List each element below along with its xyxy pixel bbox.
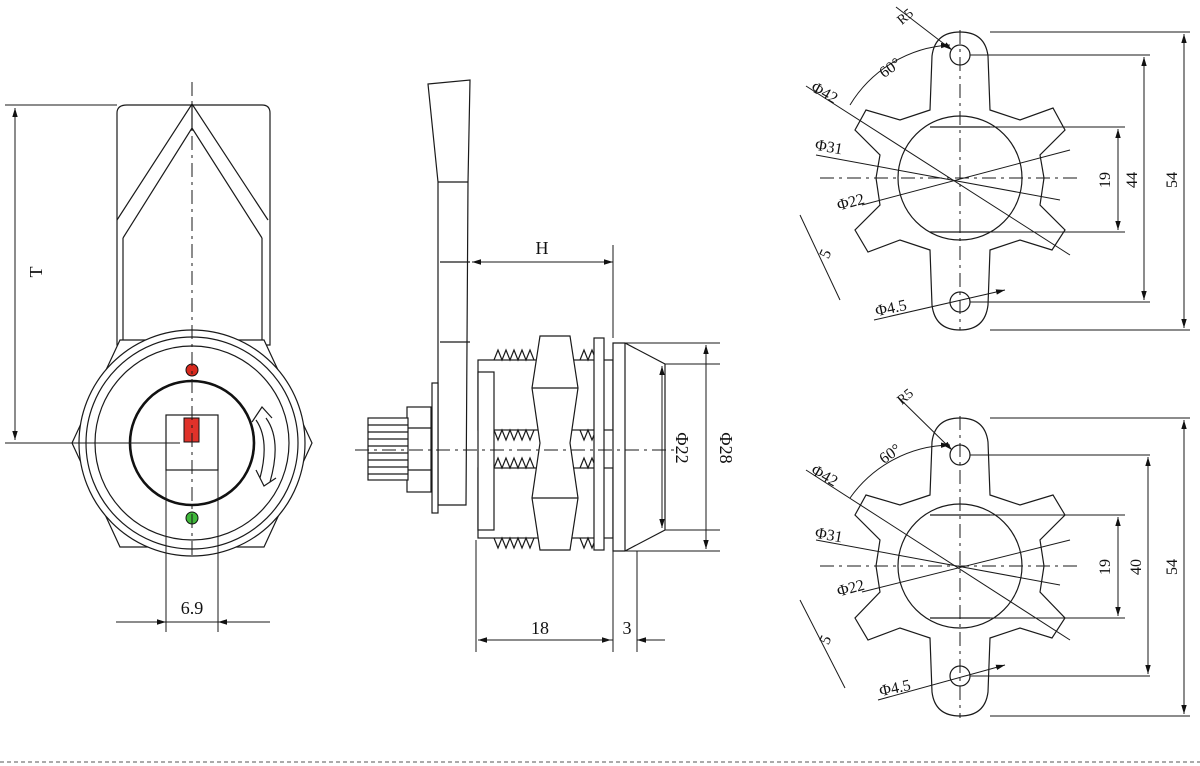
dim-6-9: 6.9 — [181, 598, 204, 618]
cutout-bottom: R5 60° Φ42 Φ31 Φ22 5 Φ4.5 19 40 54 — [799, 386, 1190, 718]
dim-18: 18 — [531, 618, 549, 638]
handle-outline — [116, 104, 271, 346]
cutout-bottom-5: 5 — [817, 633, 836, 647]
cutout-top-d42: Φ42 — [808, 79, 840, 108]
dim-phi22: Φ22 — [672, 432, 692, 463]
cutout-bottom-d22: Φ22 — [835, 577, 866, 601]
cutout-bottom-54: 54 — [1164, 559, 1181, 575]
cutout-top-d31: Φ31 — [814, 137, 844, 159]
front-view: T 6.9 — [5, 82, 313, 632]
dim-H: H — [536, 238, 549, 258]
cutout-top-54: 54 — [1164, 172, 1181, 188]
cutout-top-hole: Φ4.5 — [874, 297, 909, 320]
cutout-bottom-60: 60° — [876, 441, 904, 468]
rotation-arrow-icon — [251, 406, 277, 487]
cutout-top-19: 19 — [1097, 172, 1114, 188]
front-flange — [612, 342, 666, 552]
cutout-bottom-19: 19 — [1097, 559, 1114, 575]
dim-3: 3 — [623, 618, 632, 638]
cutout-bottom-hole: Φ4.5 — [878, 677, 913, 700]
cutout-top-44: 44 — [1124, 172, 1141, 188]
side-handle — [427, 79, 471, 506]
cutout-top-60: 60° — [876, 55, 904, 82]
cutout-top: R5 60° Φ42 Φ31 Φ22 5 Φ4.5 19 44 54 — [799, 6, 1190, 331]
cutout-bottom-r5: R5 — [895, 386, 917, 408]
cutout-bottom-d42: Φ42 — [808, 462, 840, 491]
threaded-stud — [367, 417, 409, 481]
dim-phi28: Φ28 — [716, 432, 736, 463]
dim-T: T — [26, 267, 46, 278]
cutout-top-5: 5 — [817, 247, 836, 261]
hex-nut — [531, 335, 579, 551]
side-view: H Φ22 Φ28 18 3 — [355, 79, 736, 652]
cutout-top-r5: R5 — [895, 6, 917, 28]
cutout-top-d22: Φ22 — [835, 191, 866, 215]
cutout-bottom-d31: Φ31 — [814, 525, 844, 547]
cutout-bottom-40: 40 — [1128, 559, 1145, 575]
